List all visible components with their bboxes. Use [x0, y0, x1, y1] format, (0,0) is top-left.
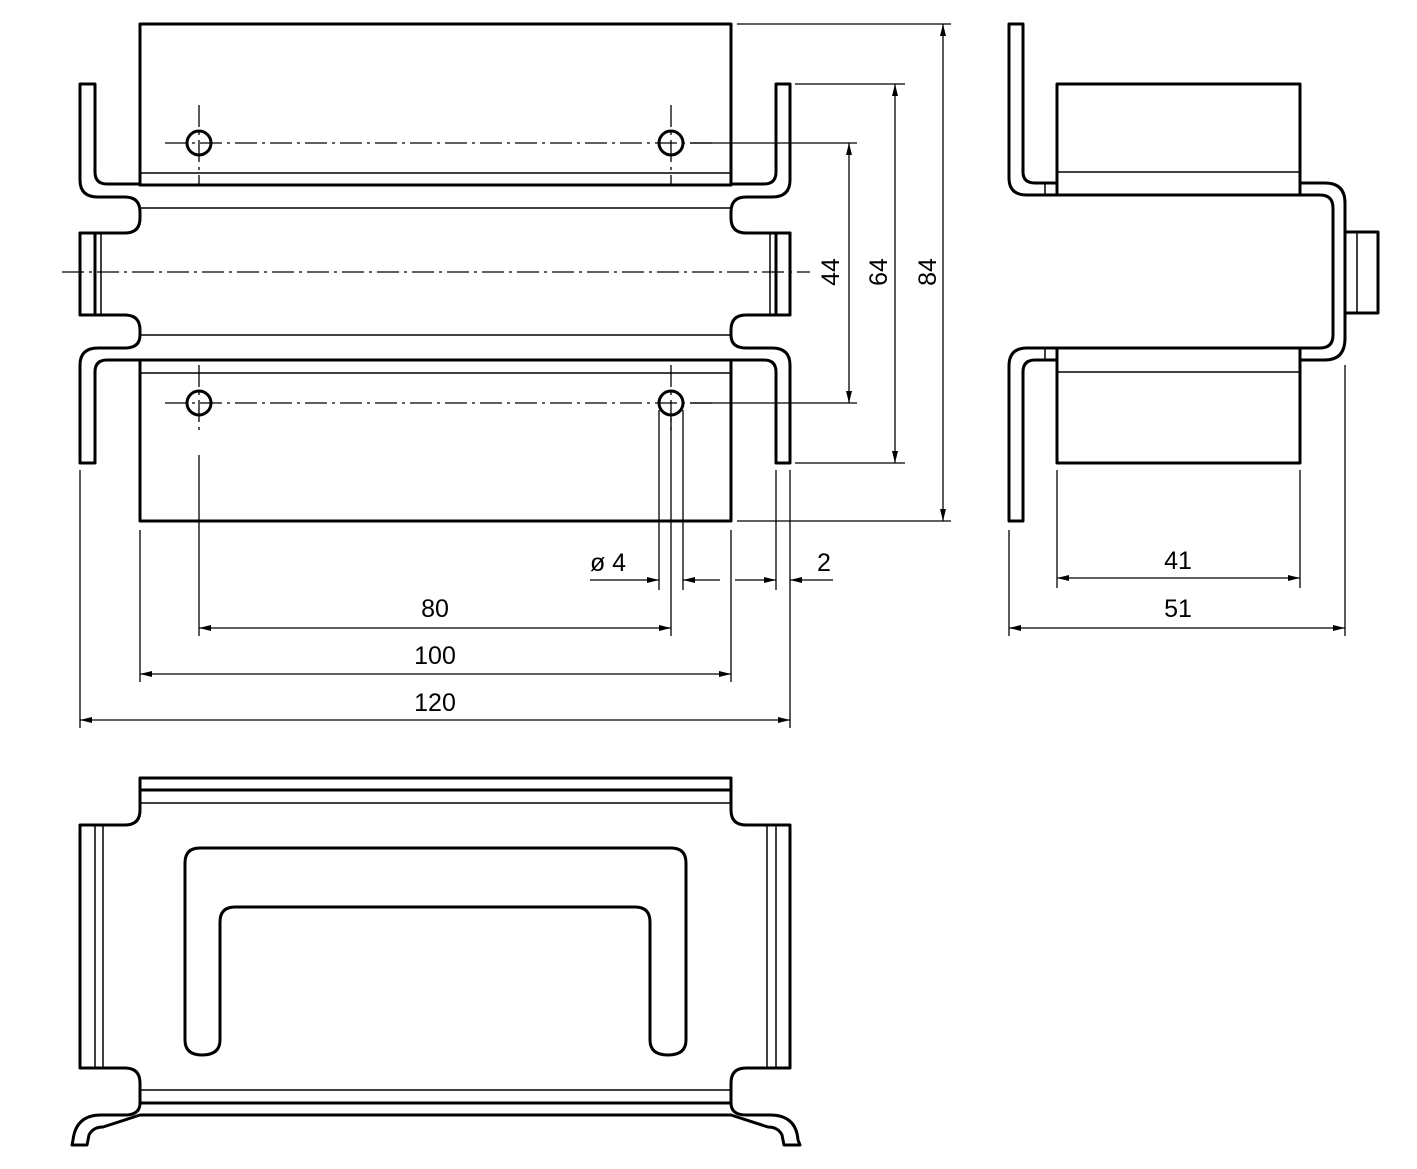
side-body	[1298, 181, 1347, 362]
side-tab	[1343, 230, 1380, 315]
dim-64-label: 64	[865, 258, 893, 286]
u-slot-cutout	[183, 846, 688, 1057]
left-lower-flange	[78, 333, 142, 465]
side-view: 41 51	[1007, 22, 1380, 636]
dim-100-label: 100	[414, 642, 456, 670]
bottom-view	[70, 776, 802, 1147]
dim-thickness-label: 2	[817, 549, 831, 577]
left-upper-flange	[78, 82, 142, 235]
dim-120-label: 120	[414, 689, 456, 717]
bottom-outline	[70, 776, 802, 1147]
dim-84-label: 84	[914, 258, 942, 286]
dim-80-label: 80	[421, 595, 449, 623]
side-upper-flange	[1007, 22, 1059, 197]
side-lower-flange	[1007, 346, 1059, 523]
right-upper-flange	[729, 82, 792, 235]
dim-51-label: 51	[1164, 595, 1192, 623]
middle-right-tab	[729, 231, 792, 337]
dim-hole-label: ø 4	[590, 549, 626, 577]
side-upper-block	[1055, 82, 1302, 197]
middle-left-tab	[78, 231, 142, 337]
side-lower-block	[1055, 346, 1302, 465]
right-lower-flange	[729, 333, 792, 465]
dim-44-label: 44	[817, 258, 845, 286]
front-view: 44 64 84 80 100 120 ø 4 2	[62, 22, 951, 728]
upper-plate	[138, 22, 733, 187]
dim-41-label: 41	[1164, 547, 1192, 575]
lower-plate	[138, 358, 733, 523]
